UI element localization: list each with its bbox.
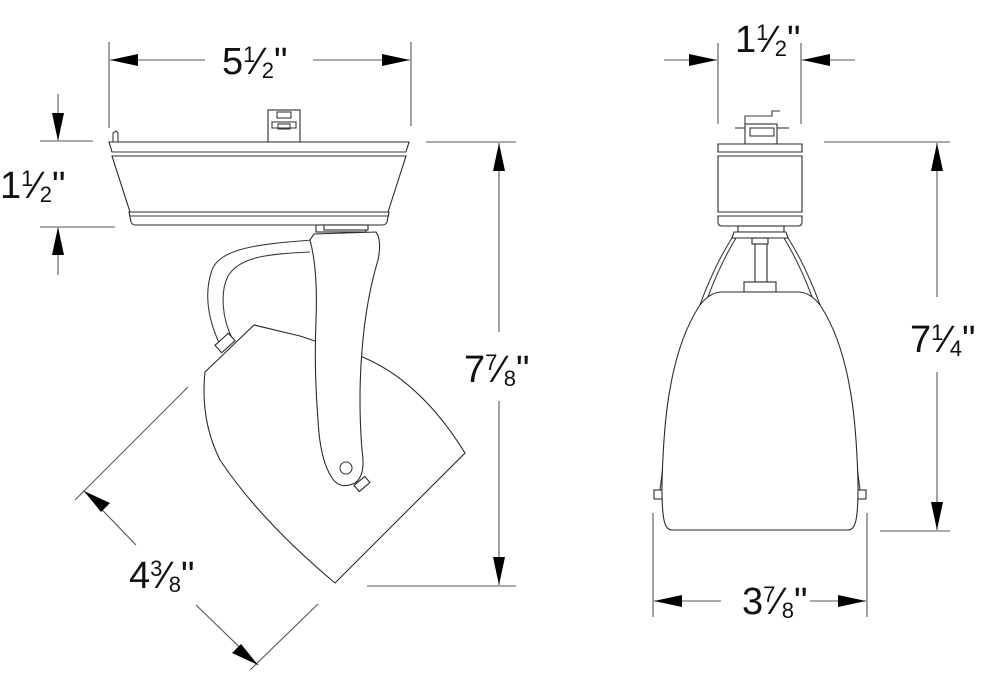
track-adapter — [240, 109, 301, 143]
front-track-adapter — [735, 110, 789, 145]
svg-text:51⁄2": 51⁄2" — [222, 41, 288, 83]
svg-text:77⁄8": 77⁄8" — [464, 349, 530, 391]
dim-front-head-width: 37⁄8" — [652, 513, 868, 623]
dim-side-overall-width: 51⁄2" — [108, 41, 412, 128]
dim-front-overall-height: 71⁄4" — [824, 141, 976, 532]
side-view: 51⁄2" 11⁄2" 77⁄8" — [0, 41, 530, 671]
front-view: 11⁄2" 71⁄4" 37⁄8" — [652, 19, 976, 623]
svg-text:11⁄2": 11⁄2" — [0, 165, 66, 207]
dim-side-canopy-height: 11⁄2" — [0, 94, 115, 275]
yoke-arm — [309, 231, 381, 493]
front-lamp-shade — [661, 291, 859, 531]
svg-text:43⁄8": 43⁄8" — [129, 555, 195, 597]
front-canopy — [717, 143, 803, 233]
svg-text:11⁄2": 11⁄2" — [735, 19, 801, 61]
svg-text:37⁄8": 37⁄8" — [742, 581, 808, 623]
dim-front-canopy-width: 11⁄2" — [664, 19, 855, 124]
svg-text:71⁄4": 71⁄4" — [910, 319, 976, 361]
canopy-housing — [108, 141, 410, 226]
